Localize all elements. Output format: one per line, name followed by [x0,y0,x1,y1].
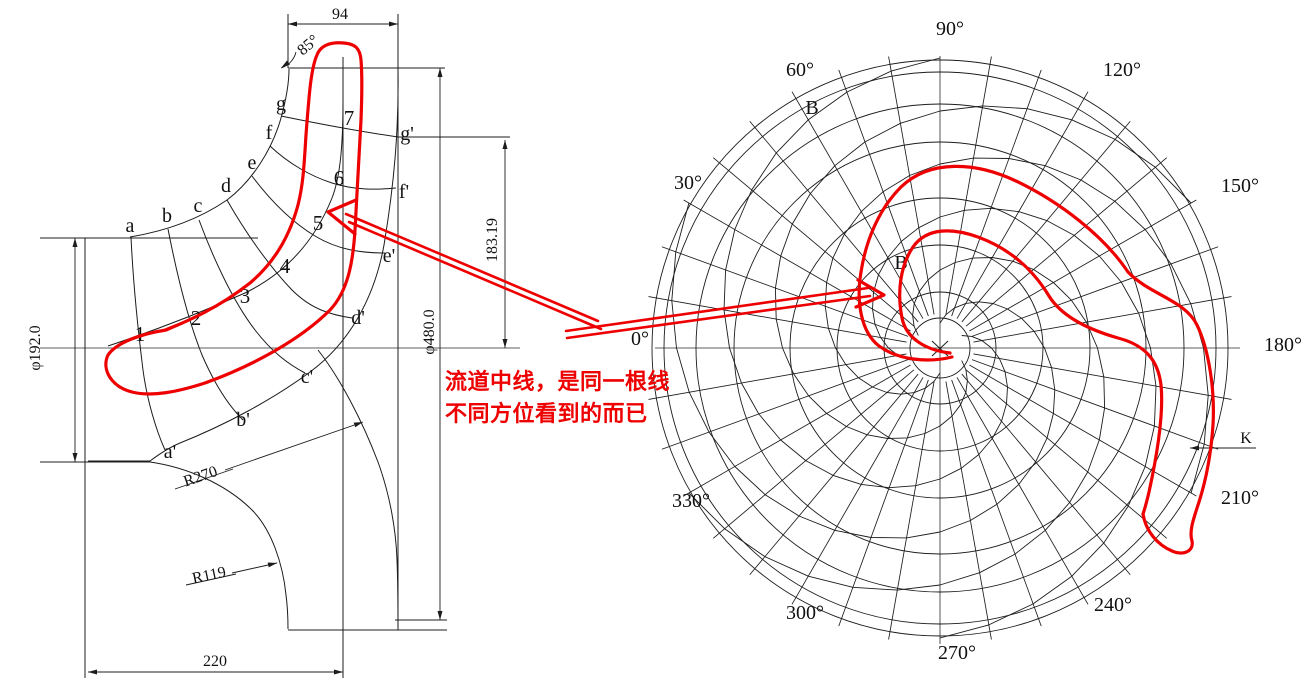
red-arrow-left-head [326,198,358,236]
red-arrow-to-meridional [326,198,603,331]
label-f: f [266,122,273,144]
section-line-1 [130,236,166,451]
dim192-arrow-bottom [72,453,78,462]
red-annotations: 流道中线，是同一根线 不同方位看到的而已 [104,41,1215,555]
dim220-arrow-right [334,669,343,675]
red-arrow-right-head [854,278,886,309]
label-4: 4 [280,254,291,278]
red-spiral-outer-curve [857,164,1215,555]
blade-section-spirals [671,57,1209,639]
dim480-arrow-bottom [437,611,443,620]
dim18319-arrow-top [502,140,508,149]
dim94-arrow-left [288,21,297,27]
label-d: d [221,175,231,197]
annotation-text-line2: 不同方位看到的而已 [445,401,648,426]
dim85-arrow [281,60,290,68]
label-1: 1 [135,322,146,346]
section-line-3 [198,219,306,374]
label-3: 3 [240,284,251,308]
angle-label-270: 270° [938,642,976,664]
section-line-7 [280,115,399,138]
red-arrow-left-shaft-1 [344,212,600,323]
mirrored-hub-arc-r270 [317,349,399,631]
angle-label-90: 90° [936,18,964,40]
angle-label-60: 60° [786,59,814,81]
label-d-prime: d' [351,307,365,329]
r270-underline [174,468,234,490]
label-c-prime: c' [301,366,313,388]
section-line-6 [269,145,397,190]
mirrored-shroud-arc-r119 [149,461,289,630]
r270-text: R270 [181,463,219,490]
section-line-5 [251,175,386,254]
red-arrow-to-polar [564,278,886,340]
red-arrow-right-shaft-1 [564,286,870,333]
label-a-prime: a' [164,441,176,463]
angle-label-330: 330° [672,490,710,512]
angle-label-120: 120° [1103,59,1141,81]
label-a: a [126,215,135,237]
label-b-prime: b' [236,409,250,431]
k-leader-arrow [1190,445,1199,451]
dim192-arrow-top [72,238,78,247]
angle-label-300: 300° [786,602,824,624]
hub-contour-curve [88,67,399,462]
angle-label-180: 180° [1264,334,1302,356]
blade-label-B-outer: B [805,97,818,119]
dim18319-arrow-bottom [502,339,508,348]
dim220-arrow-left [88,669,97,675]
red-arrow-right-shaft-2 [565,294,872,340]
label-g: g [276,93,286,115]
dim480-text: φ480.0 [421,309,438,354]
label-c: c [194,195,203,217]
label-5: 5 [313,211,324,235]
angle-label-150: 150° [1221,175,1259,197]
section-line-2 [167,228,244,421]
r270-leader-arrow [353,422,363,428]
dim480-arrow-top [437,68,443,77]
label-b: b [162,205,172,227]
angle-label-240: 240° [1094,594,1132,616]
red-flow-channel-band-meridional [104,41,364,396]
shroud-contour-curve [129,68,290,238]
r119-text: R119 [191,564,228,588]
label-g-prime: g' [400,123,414,145]
angle-label-30: 30° [674,172,702,194]
blade-label-K: K [1240,430,1252,447]
section-line-4 [226,199,353,319]
label-e-prime: e' [383,245,395,267]
dim94-text: 94 [332,6,348,23]
dim18319-text: 183.19 [484,218,501,262]
dim94-arrow-right [389,21,398,27]
dim192-text: φ192.0 [27,325,44,370]
dim220-text: 220 [203,653,227,670]
label-e: e [248,152,257,174]
r270-leader-line [224,421,364,471]
polar-plan-view: 90° 60° 120° 30° 150° 0° 180° 330° 210° … [631,18,1302,664]
polar-grid-circles [651,59,1229,637]
r119-leader-arrow [267,562,277,568]
middle-streamline-curve [107,68,344,347]
center-cross-line-2 [931,340,949,357]
angle-label-0: 0° [631,328,649,350]
red-arrow-left-shaft-2 [347,220,603,331]
label-7: 7 [344,106,355,130]
red-spiral-inner-curve [898,229,1164,516]
r119-underline [185,573,237,586]
label-6: 6 [334,166,345,190]
angle-label-210: 210° [1221,487,1259,509]
meridional-section-view: 94 85° φ192.0 φ480.0 183.19 220 R270 R11… [27,6,520,678]
annotation-text-line1: 流道中线，是同一根线 [445,369,670,394]
label-f-prime: f' [399,181,409,203]
